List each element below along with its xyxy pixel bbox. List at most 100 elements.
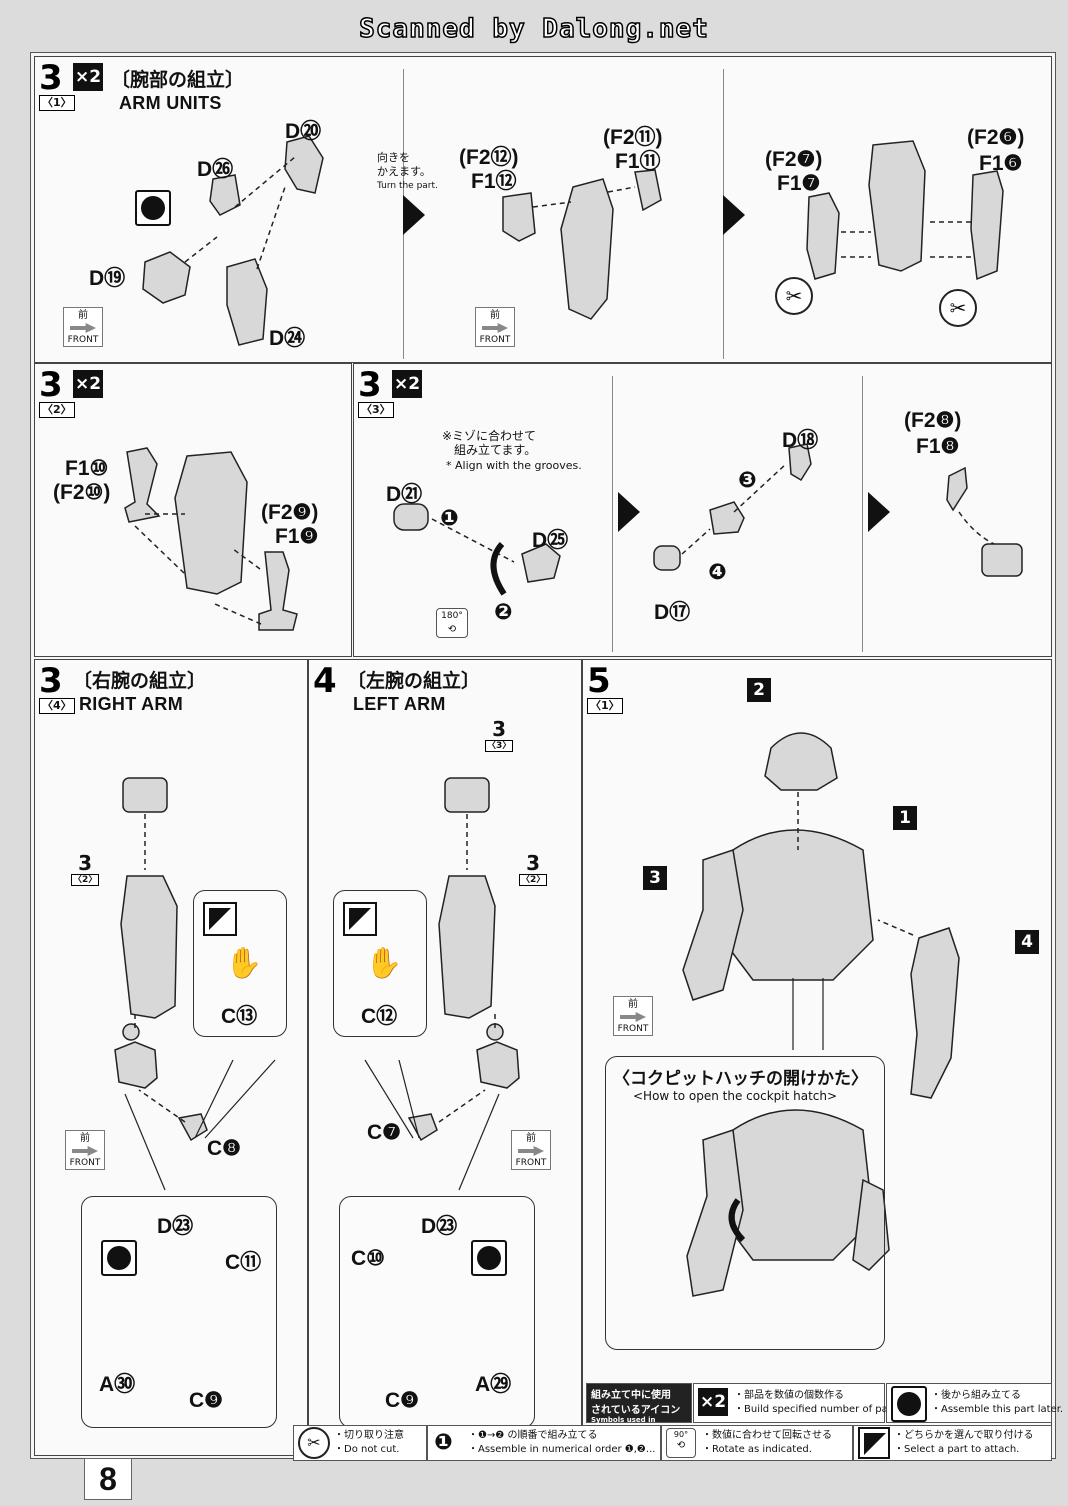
step-number: 3 (358, 365, 382, 405)
part-label: D㉔ (269, 327, 306, 350)
next-arrow-icon (403, 195, 425, 235)
arrow-icon (70, 323, 96, 333)
part-label: D㉑ (386, 483, 423, 506)
groove-note-jp: ※ミゾに合わせて (442, 429, 537, 443)
multiplier-icon: ×2 (73, 63, 103, 91)
hand-icon: ✋ (225, 946, 263, 981)
part-label: F1⑫ (471, 170, 517, 193)
subassembly-label-2: 2 (747, 678, 771, 702)
step-reference: 3 〈2〉 (519, 852, 548, 886)
assemble-later-icon (135, 190, 171, 226)
part-label: C❼ (367, 1121, 401, 1144)
hand-options-inset (333, 890, 427, 1037)
part-label: A㉙ (475, 1373, 512, 1396)
front-jp: 前 (80, 1133, 90, 1144)
rotate-value: 180° (441, 611, 463, 621)
arrow-icon (72, 1146, 98, 1156)
part-label: D㉓ (157, 1215, 194, 1238)
divider (612, 376, 613, 652)
step-title-jp: 〔右腕の組立〕 (73, 670, 207, 692)
step-number: 3 (39, 58, 63, 98)
turn-note-jp: 向きを (377, 151, 410, 164)
part-label: C❾ (385, 1389, 419, 1412)
part-label: C⑫ (361, 1005, 398, 1028)
part-label: F1❽ (916, 435, 960, 458)
order-marker-1: ❶ (440, 506, 459, 531)
step-3-2-panel: 3 〈2〉 ×2 F1⑩ (F2⑩) (F2❾) F1❾ (34, 363, 352, 657)
hatch-title-jp: 〈コクピットハッチの開けかた〉 (613, 1069, 868, 1089)
order-marker-2: ❷ (494, 600, 513, 625)
ref-sub: 〈3〉 (485, 740, 514, 752)
shoulder-assembly-drawing (393, 443, 1023, 596)
final-assembly-drawing (682, 732, 960, 1297)
step-title-en: LEFT ARM (353, 694, 446, 714)
order-icon: ❶ (434, 1430, 453, 1455)
legend-text-jp: ・切り取り注意 (334, 1430, 404, 1441)
subassembly-label-4: 4 (1015, 930, 1039, 954)
front-indicator: 前 FRONT (613, 996, 653, 1036)
step-number: 3 (39, 365, 63, 405)
rotate-icon: 180°⟲ (436, 608, 468, 638)
part-label: D⑲ (89, 267, 126, 290)
turn-note-en: Turn the part. (377, 181, 438, 191)
substep-label: 〈2〉 (39, 402, 75, 418)
subassembly-label-1: 1 (893, 806, 917, 830)
legend-text-en: ・Select a part to attach. (894, 1444, 1020, 1455)
step-title-jp: 〔腕部の組立〕 (111, 69, 245, 91)
part-label: F1❼ (777, 172, 821, 195)
part-label: (F2⑪) (603, 126, 663, 149)
part-label: D㉓ (421, 1215, 458, 1238)
legend-heading-jp: されているアイコン (591, 1405, 681, 1416)
order-marker-4: ❹ (708, 560, 727, 585)
arm-assembly-drawing (124, 447, 298, 631)
next-arrow-icon (618, 492, 640, 532)
legend-text-jp: ・部品を数値の個数作る (734, 1390, 844, 1401)
part-label: D⑱ (782, 429, 819, 452)
step-title-en: RIGHT ARM (79, 694, 184, 714)
hatch-title-en: <How to open the cockpit hatch> (633, 1089, 838, 1103)
part-label: C⑬ (221, 1005, 258, 1028)
arm-assembly-drawing-1 (142, 135, 324, 346)
legend-text-en: ・Build specified number of parts. (734, 1404, 905, 1415)
select-part-icon (203, 902, 237, 936)
next-arrow-icon (868, 492, 890, 532)
legend-select: ・どちらかを選んで取り付ける ・Select a part to attach. (853, 1425, 1052, 1461)
step-number: 5 (587, 661, 611, 701)
part-label: D⑰ (654, 601, 691, 624)
step-reference: 3 〈3〉 (485, 717, 514, 752)
part-label: (F2⑫) (459, 146, 519, 169)
legend-text-en: ・Rotate as indicated. (702, 1444, 812, 1455)
ref-sub: 〈2〉 (71, 874, 100, 886)
step-number: 4 (313, 661, 337, 701)
part-label: C❽ (207, 1137, 241, 1160)
arm-assembly-drawing-2 (502, 169, 662, 320)
select-part-icon (858, 1427, 890, 1459)
legend-text-jp: ・どちらかを選んで取り付ける (894, 1430, 1034, 1441)
front-jp: 前 (490, 310, 500, 321)
order-marker-3: ❸ (738, 468, 757, 493)
step-reference: 3 〈2〉 (71, 852, 100, 886)
step-number: 3 (39, 661, 63, 701)
legend-rotate: 90°⟲ ・数値に合わせて回転させる ・Rotate as indicated. (661, 1425, 853, 1461)
ref-sub: 〈2〉 (519, 874, 548, 886)
multiplier-icon: ×2 (73, 370, 103, 398)
assemble-later-icon (471, 1240, 507, 1276)
front-indicator: 前 FRONT (63, 307, 103, 347)
part-label: F1⑪ (615, 150, 661, 173)
substep-label: 〈3〉 (358, 402, 394, 418)
divider (862, 376, 863, 652)
groove-note-en: * Align with the grooves. (446, 459, 582, 472)
legend-text-en: ・Do not cut. (334, 1444, 400, 1455)
part-label: D㉕ (532, 529, 569, 552)
rotate-value: 90° (673, 1430, 689, 1439)
part-label: (F2❻) (967, 126, 1025, 149)
step-4-panel: 4 〔左腕の組立〕 LEFT ARM 3 〈3〉 3 〈2〉 (308, 659, 582, 1456)
step-3-1-panel: 3 〈1〉 ×2 〔腕部の組立〕 ARM UNITS D㉖ D⑳ D⑲ D㉔ 前… (34, 56, 1052, 363)
front-jp: 前 (78, 310, 88, 321)
front-jp: 前 (628, 999, 638, 1010)
multiplier-icon: ×2 (698, 1388, 728, 1416)
front-en: FRONT (617, 1024, 649, 1034)
front-en: FRONT (67, 335, 99, 345)
legend-order: ❶ ・❶→❷ の順番で組み立てる ・Assemble in numerical … (427, 1425, 661, 1461)
ref-num: 3 (492, 717, 507, 741)
